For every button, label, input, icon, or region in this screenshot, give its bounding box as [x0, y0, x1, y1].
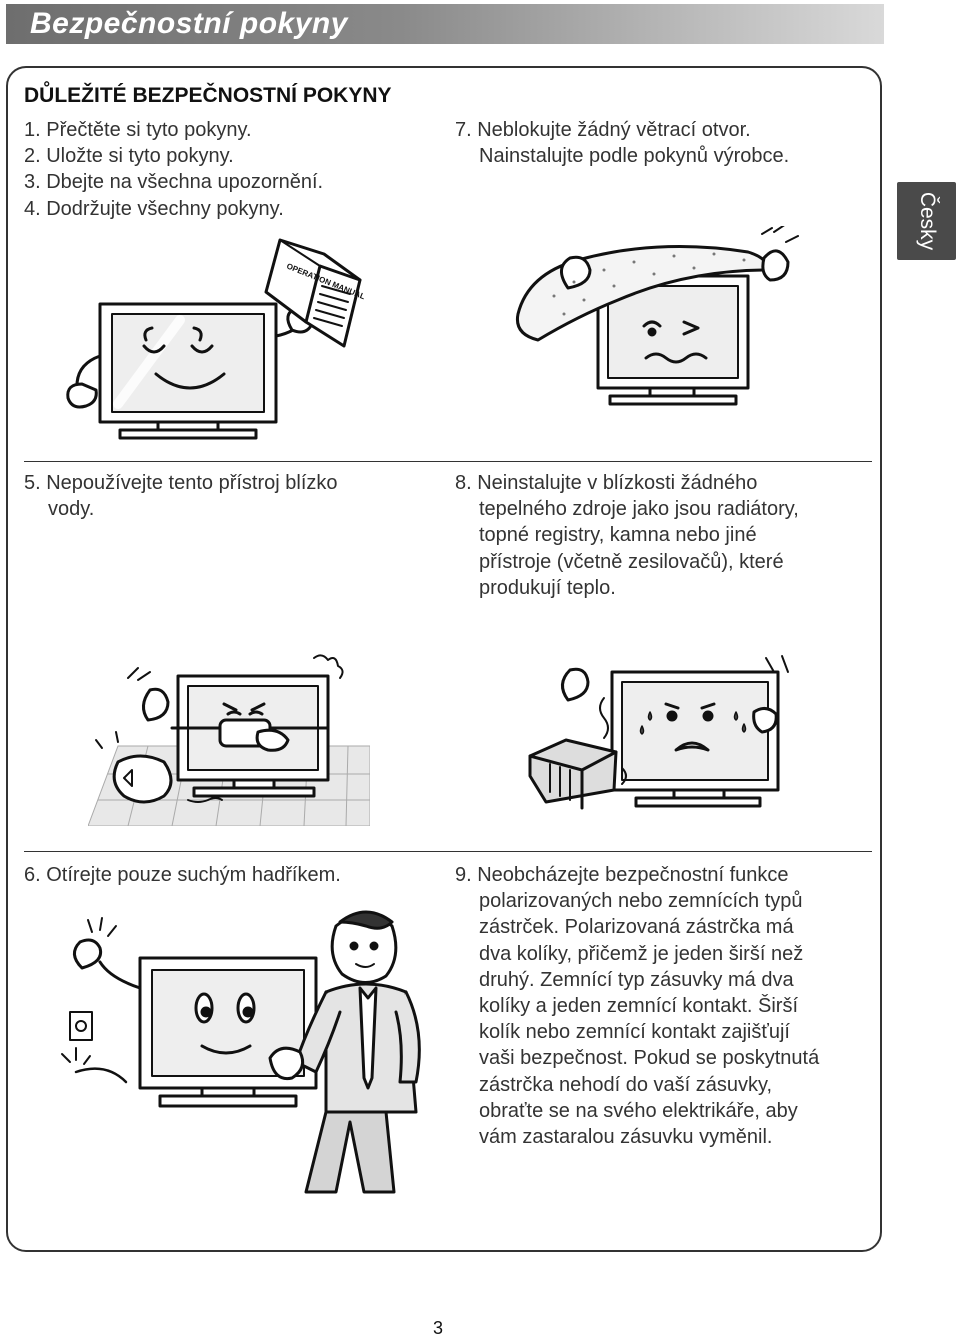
item-5-line1: 5. Nepoužívejte tento přístroj blízko [24, 472, 338, 494]
item-8: 8. Neinstalujte v blízkosti žádného tepe… [455, 470, 799, 601]
tv-near-water-illustration [88, 654, 370, 826]
item-6: 6. Otírejte pouze suchým hadříkem. [24, 862, 341, 888]
item-4: 4. Dodržujte všechny pokyny. [24, 197, 284, 220]
item-7-line1: 7. Neblokujte žádný větrací otvor. [455, 119, 751, 141]
item-8-line4: přístroje (včetně zesilovačů), které [479, 550, 784, 573]
item-9-line11: vám zastaralou zásuvku vyměnil. [479, 1126, 773, 1149]
header-banner: Bezpečnostní pokyny [6, 4, 884, 44]
item-8-line5: produkují teplo. [479, 576, 616, 599]
item-9-line5: druhý. Zemnící typ zásuvky má dva [479, 968, 794, 991]
item-9-line6: kolíky a jeden zemnící kontakt. Širší [479, 995, 799, 1018]
page-title: Bezpečnostní pokyny [30, 7, 348, 40]
item-9-line1: 9. Neobcházejte bezpečnostní funkce [455, 864, 789, 886]
items-1-4: 1. Přečtěte si tyto pokyny. 2. Uložte si… [24, 117, 323, 222]
language-tab-label: Česky [915, 191, 939, 251]
item-8-line3: topné registry, kamna nebo jiné [479, 524, 757, 547]
item-1: 1. Přečtěte si tyto pokyny. [24, 119, 252, 141]
section-heading: DŮLEŽITÉ BEZPEČNOSTNÍ POKYNY [24, 84, 392, 107]
page-number: 3 [433, 1318, 444, 1338]
item-9-line10: obraťte se na svého elektrikáře, aby [479, 1099, 798, 1122]
item-9: 9. Neobcházejte bezpečnostní funkce pola… [455, 862, 819, 1150]
item-7-line2: Nainstalujte podle pokynů výrobce. [479, 145, 790, 168]
item-9-line7: kolík nebo zemnící kontakt zajišťují [479, 1021, 790, 1044]
divider-2 [24, 851, 872, 852]
item-9-line2: polarizovaných nebo zemnících typů [479, 890, 803, 913]
item-6-line1: 6. Otírejte pouze suchým hadříkem. [24, 864, 341, 886]
tv-wiping-illustration [61, 910, 421, 1194]
tv-covered-vents-illustration [515, 226, 799, 406]
item-9-line9: zástrčka nehodí do vaší zásuvky, [479, 1073, 773, 1096]
item-9-line8: vaši bezpečnost. Pokud se poskytnutá [479, 1047, 820, 1070]
tv-reading-manual-illustration: OPERATION MANUAL [66, 238, 366, 440]
item-9-line4: dva kolíky, přičemž je jeden širší než [479, 942, 804, 965]
item-5-line2: vody. [48, 498, 95, 521]
item-2: 2. Uložte si tyto pokyny. [24, 145, 234, 168]
item-9-line3: zástrček. Polarizovaná zástrčka má [479, 916, 794, 939]
language-tab: Česky [897, 182, 956, 260]
item-3: 3. Dbejte na všechna upozornění. [24, 171, 324, 194]
item-8-line2: tepelného zdroje jako jsou radiátory, [479, 498, 799, 521]
item-5: 5. Nepoužívejte tento přístroj blízko vo… [24, 470, 338, 522]
item-8-line1: 8. Neinstalujte v blízkosti žádného [455, 472, 758, 494]
item-7: 7. Neblokujte žádný větrací otvor. Nains… [455, 117, 789, 169]
tv-near-heater-illustration [528, 655, 789, 810]
divider-1 [24, 461, 872, 462]
